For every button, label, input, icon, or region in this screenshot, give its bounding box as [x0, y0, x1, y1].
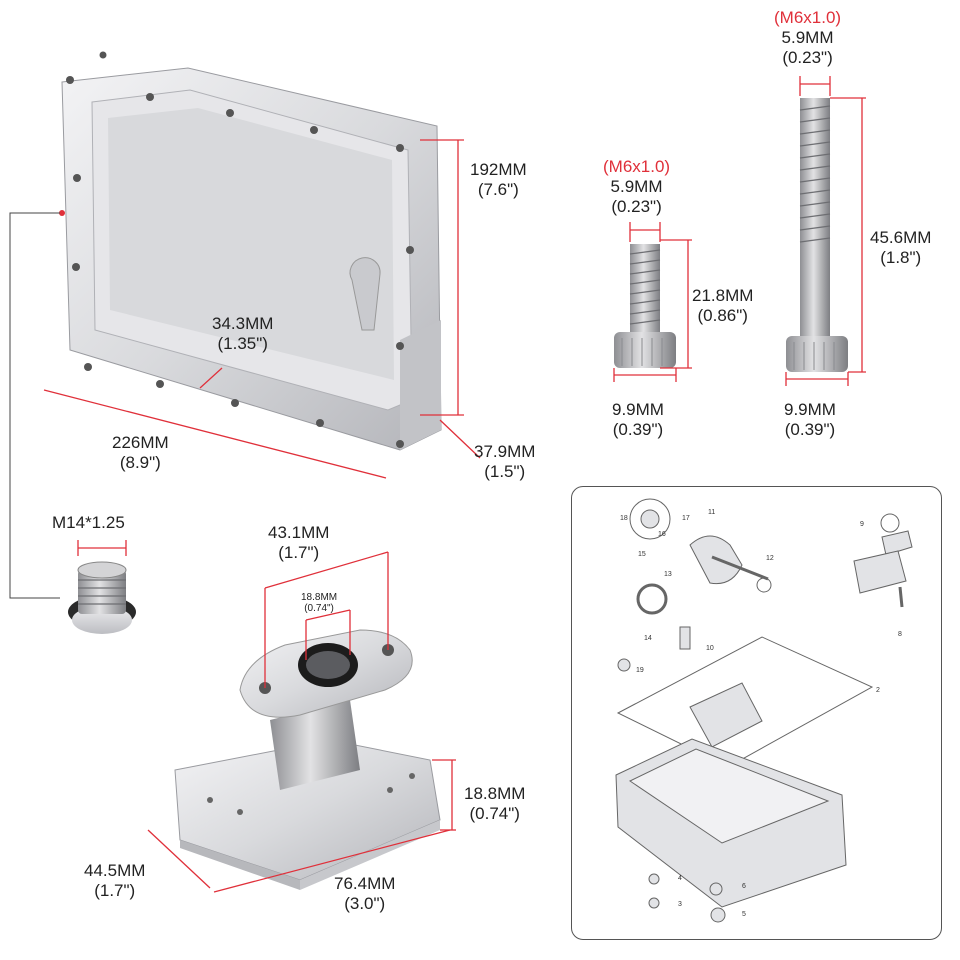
part-number: 17 [682, 515, 690, 522]
short-bolt-length-in: (0.86") [697, 306, 748, 325]
short-bolt-shank-mm: 5.9MM [610, 177, 663, 196]
part-number: 11 [708, 509, 716, 516]
long-bolt-length-in: (1.8") [880, 248, 922, 267]
short-bolt-image [614, 244, 676, 368]
flange-length-mm: 76.4MM [334, 874, 396, 893]
flange-bore-in: (0.74") [304, 603, 334, 614]
pan-depth-mm: 37.9MM [474, 442, 536, 461]
long-bolt-labels: (M6x1.0) 5.9MM (0.23") [774, 8, 841, 68]
pan-depth-label: 37.9MM (1.5") [474, 442, 535, 482]
flange-adapter-image [174, 629, 441, 890]
drain-plug-thread: M14*1.25 [52, 513, 125, 532]
pan-length-in: (8.9") [119, 453, 161, 472]
part-number: 14 [644, 635, 652, 642]
part-number: 15 [638, 551, 646, 558]
part-number: 8 [898, 631, 902, 638]
flange-height-label: 18.8MM (0.74") [464, 784, 525, 824]
long-bolt-head-label: 9.9MM (0.39") [784, 400, 836, 440]
part-number: 19 [636, 667, 644, 674]
part-number: 9 [860, 521, 864, 528]
flange-width-mm: 44.5MM [84, 861, 146, 880]
pan-length-mm: 226MM [112, 433, 169, 452]
long-bolt-shank-in: (0.23") [782, 48, 833, 67]
flange-spacing-in: (1.7") [278, 543, 320, 562]
flange-height-mm: 18.8MM [464, 784, 526, 803]
pan-length-label: 226MM (8.9") [112, 433, 169, 473]
part-number: 3 [678, 901, 682, 908]
short-bolt-head-label: 9.9MM (0.39") [612, 400, 664, 440]
dimension-lines [43, 76, 866, 893]
flange-bore-mm: 18.8MM [301, 592, 338, 603]
pan-wall-mm: 34.3MM [212, 314, 274, 333]
long-bolt-length-mm: 45.6MM [870, 228, 932, 247]
flange-length-in: (3.0") [344, 894, 386, 913]
exploded-view-panel: 18 17 11 16 13 15 12 14 10 19 9 8 2 4 6 … [571, 486, 942, 940]
pan-depth-in: (1.5") [484, 462, 526, 481]
exploded-view-diagram [615, 498, 913, 923]
part-number: 2 [876, 687, 880, 694]
flange-width-in: (1.7") [94, 881, 136, 900]
part-number: 4 [678, 875, 682, 882]
oil-pan-image [61, 51, 442, 451]
flange-height-in: (0.74") [469, 804, 520, 823]
part-number: 13 [664, 571, 672, 578]
short-bolt-head-mm: 9.9MM [612, 400, 664, 419]
drain-plug-thread-label: M14*1.25 [52, 513, 125, 533]
short-bolt-head-in: (0.39") [612, 420, 664, 439]
flange-spacing-label: 43.1MM (1.7") [268, 523, 329, 563]
drain-plug-image [68, 561, 136, 634]
part-number: 5 [742, 911, 746, 918]
part-number: 6 [742, 883, 746, 890]
short-bolt-shank-in: (0.23") [611, 197, 662, 216]
part-number: 12 [766, 555, 774, 562]
long-bolt-head-mm: 9.9MM [784, 400, 836, 419]
short-bolt-thread: (M6x1.0) [603, 157, 671, 176]
part-number: 10 [706, 645, 714, 652]
long-bolt-head-in: (0.39") [784, 420, 836, 439]
long-bolt-length-label: 45.6MM (1.8") [870, 228, 931, 268]
part-number: 18 [620, 515, 628, 522]
flange-bore-label: 18.8MM (0.74") [301, 592, 337, 614]
pan-wall-in: (1.35") [217, 334, 268, 353]
flange-width-label: 44.5MM (1.7") [84, 861, 145, 901]
callout-connector [9, 210, 65, 599]
long-bolt-thread: (M6x1.0) [774, 8, 842, 27]
long-bolt-shank-mm: 5.9MM [781, 28, 834, 47]
part-number: 16 [658, 531, 666, 538]
pan-height-label: 192MM (7.6") [470, 160, 527, 200]
short-bolt-length-mm: 21.8MM [692, 286, 754, 305]
long-bolt-image [786, 98, 848, 372]
flange-spacing-mm: 43.1MM [268, 523, 330, 542]
pan-wall-label: 34.3MM (1.35") [212, 314, 273, 354]
pan-height-mm: 192MM [470, 160, 527, 179]
pan-height-in: (7.6") [477, 180, 519, 199]
short-bolt-length-label: 21.8MM (0.86") [692, 286, 753, 326]
short-bolt-labels: (M6x1.0) 5.9MM (0.23") [603, 157, 670, 217]
flange-length-label: 76.4MM (3.0") [334, 874, 395, 914]
